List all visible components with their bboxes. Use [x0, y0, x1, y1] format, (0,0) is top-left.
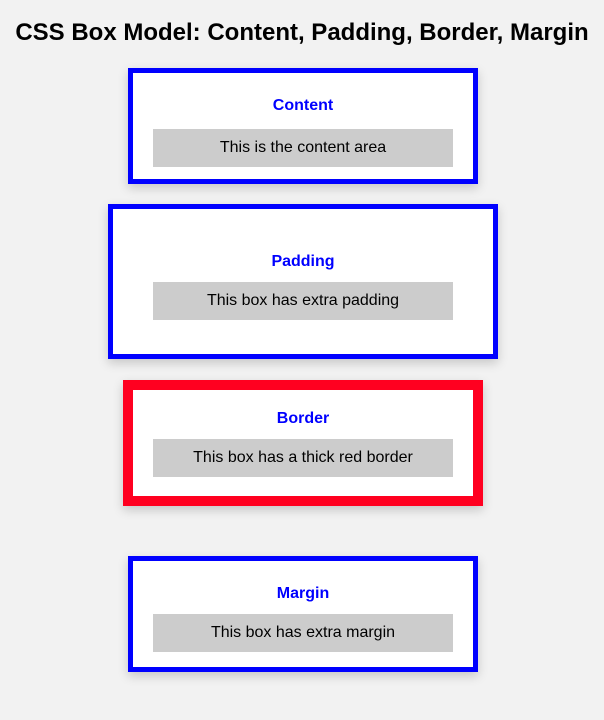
- border-box: Border This box has a thick red border: [123, 380, 483, 506]
- margin-box: Margin This box has extra margin: [128, 556, 478, 672]
- padding-box-heading: Padding: [271, 253, 335, 270]
- page-title: CSS Box Model: Content, Padding, Border,…: [15, 19, 589, 46]
- padding-box-text: This box has extra padding: [153, 282, 453, 320]
- content-box-text: This is the content area: [153, 129, 453, 167]
- padding-box: Padding This box has extra padding: [108, 204, 498, 359]
- content-box: Content This is the content area: [128, 68, 478, 184]
- margin-box-heading: Margin: [276, 585, 330, 602]
- border-box-heading: Border: [276, 410, 330, 427]
- content-box-heading: Content: [272, 97, 334, 114]
- border-box-text: This box has a thick red border: [153, 439, 453, 477]
- margin-box-text: This box has extra margin: [153, 614, 453, 652]
